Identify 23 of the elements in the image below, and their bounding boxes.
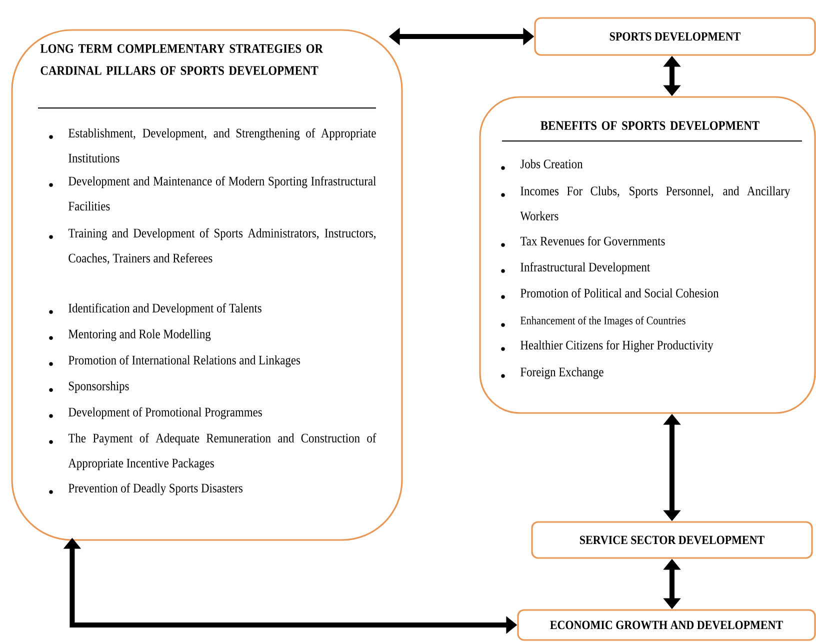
- list-item: Development and Maintenance of Modern Sporting Infrastructural Facilities: [68, 176, 376, 210]
- list-item: Development of Promotional Programmes: [68, 407, 262, 420]
- list-item: Healthier Citizens for Higher Productivity: [520, 340, 714, 352]
- rounded-box: SPORTS DEVELOPMENT: [534, 17, 816, 56]
- list-item: Prevention of Deadly Sports Disasters: [68, 483, 243, 496]
- heading: BENEFITS OF SPORTS DEVELOPMENT: [502, 121, 802, 142]
- rounded-box: SERVICE SECTOR DEVELOPMENT: [531, 521, 813, 559]
- rounded-box: ECONOMIC GROWTH AND DEVELOPMENT: [517, 609, 816, 641]
- list-item: Tax Revenues for Governments: [520, 236, 665, 246]
- heading: LONG TERM COMPLEMENTARY STRATEGIES OR CARDINAL PILLARS OF SPORTS DEVELOPMENT: [38, 44, 376, 108]
- list-item: Training and Development of Sports Administrators, Instructors, Coaches, Trainers and Referees: [68, 228, 376, 264]
- list-item: Sponsorships: [68, 381, 129, 393]
- list-item: Incomes For Clubs, Sports Personnel, and Ancillary Workers: [520, 186, 790, 220]
- list-item: Mentoring and Role Modelling: [68, 329, 211, 342]
- list-item: The Payment of Adequate Remuneration and Construction of Appropriate Incentive Packages: [68, 433, 376, 470]
- list-item: Promotion of Political and Social Cohesion: [520, 288, 719, 298]
- list-item: Infrastructural Development: [520, 262, 650, 274]
- list-item: Foreign Exchange: [520, 367, 604, 380]
- list-item: Jobs Creation: [520, 159, 583, 168]
- list-item: Identification and Development of Talents: [68, 303, 262, 316]
- list-item: Promotion of International Relations and Linkages: [68, 355, 300, 368]
- list-item: Enhancement of the Images of Countries: [520, 316, 686, 327]
- list-item: Establishment, Development, and Strengthening of Appropriate Institutions: [68, 128, 376, 162]
